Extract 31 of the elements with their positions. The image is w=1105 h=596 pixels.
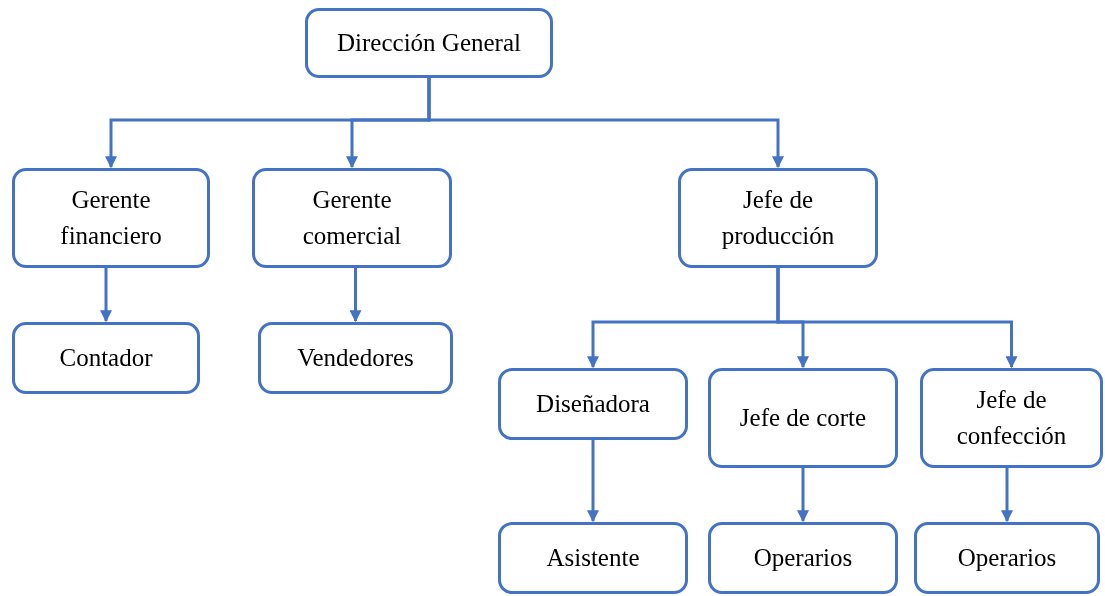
connector-arrow	[776, 268, 1018, 369]
org-box	[708, 522, 898, 594]
role-label: Diseñadora	[536, 388, 650, 419]
role-label: Vendedores	[297, 342, 414, 373]
org-box	[678, 168, 878, 268]
org-box	[12, 322, 200, 394]
org-box	[498, 522, 688, 594]
role-label: Operarios	[753, 542, 853, 573]
connector-arrow	[427, 78, 784, 169]
org-box	[258, 322, 453, 394]
role-label: Jefe de corte	[739, 402, 867, 433]
org-box	[12, 168, 210, 268]
org-box	[305, 8, 553, 78]
org-box	[914, 522, 1100, 594]
connector-arrow	[1001, 468, 1013, 523]
connector-arrow	[100, 268, 112, 323]
role-label: Gerente financiero	[59, 184, 163, 251]
role-label: Gerente comercial	[301, 184, 403, 251]
org-box	[708, 368, 898, 468]
org-box	[920, 368, 1103, 468]
role-label: Jefe de confección	[955, 384, 1068, 451]
connector-arrow	[349, 268, 362, 323]
org-box	[498, 368, 688, 440]
connector-arrow	[797, 468, 809, 523]
connector-arrow	[587, 440, 599, 523]
role-label: Jefe de producción	[720, 184, 836, 251]
role-label: Dirección General	[337, 27, 521, 58]
org-box	[252, 168, 452, 268]
role-label: Contador	[59, 342, 153, 373]
role-label: Asistente	[546, 542, 640, 573]
role-label: Operarios	[957, 542, 1057, 573]
